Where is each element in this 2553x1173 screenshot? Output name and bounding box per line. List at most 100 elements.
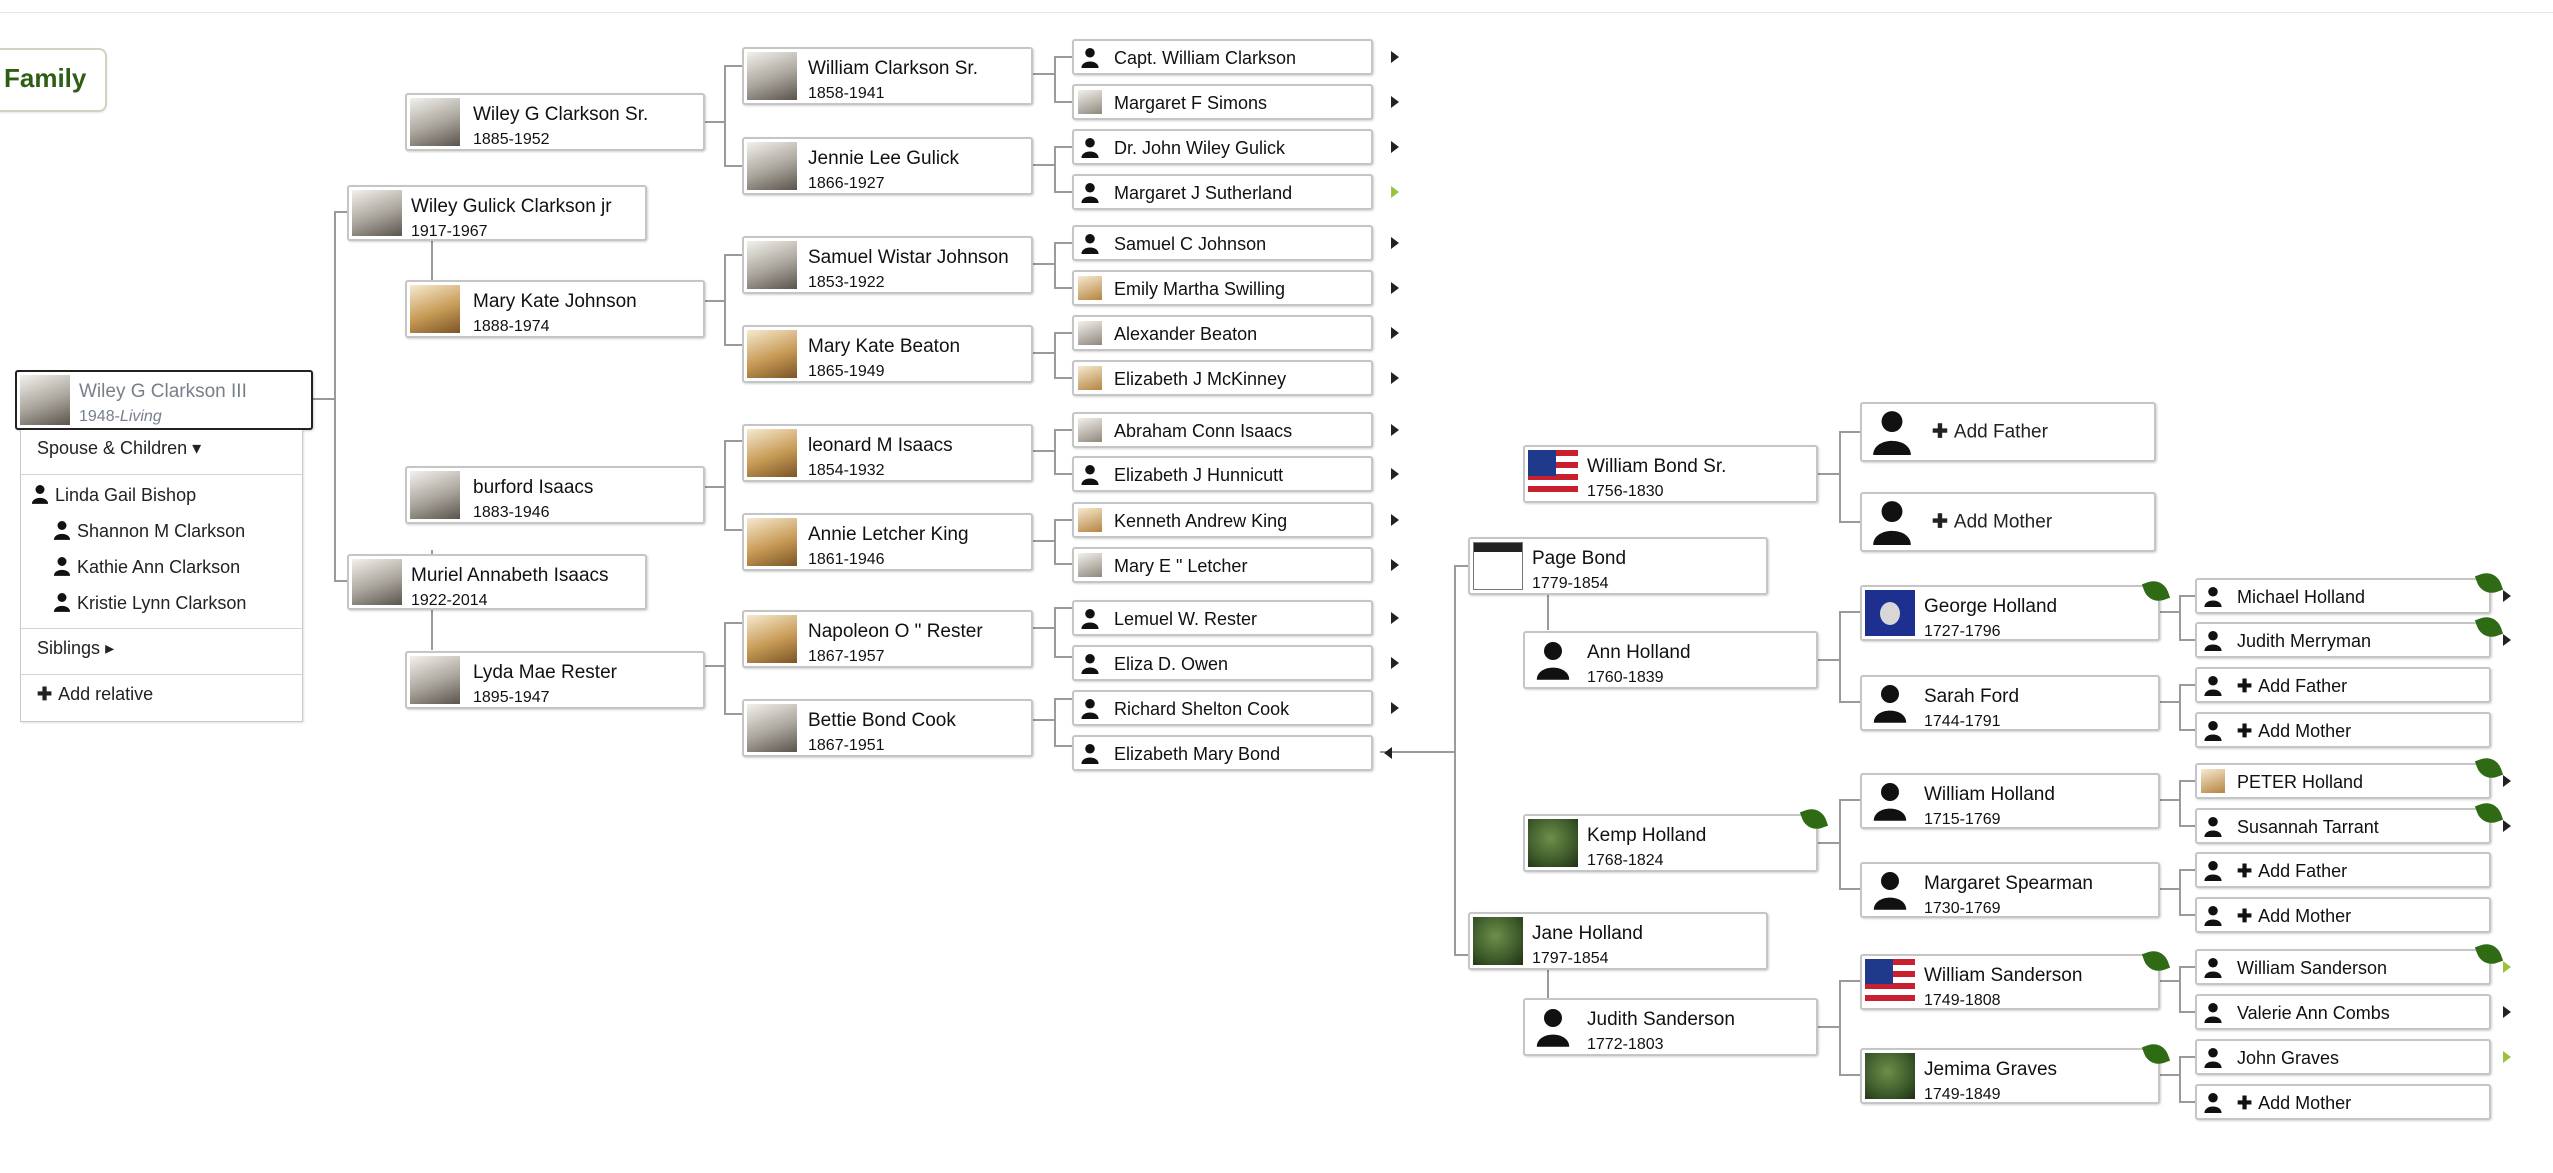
expand-arrow-icon[interactable] bbox=[2503, 1006, 2511, 1018]
person-mini-card[interactable]: Margaret F Simons bbox=[1072, 84, 1373, 120]
person-mini-card[interactable]: Valerie Ann Combs bbox=[2195, 994, 2491, 1030]
person-name: Muriel Annabeth Isaacs bbox=[411, 565, 609, 586]
person-card[interactable]: Judith Sanderson 1772-1803 bbox=[1523, 998, 1818, 1056]
expand-arrow-icon[interactable] bbox=[1391, 96, 1399, 108]
expand-arrow-icon[interactable] bbox=[2503, 590, 2511, 602]
person-silhouette-icon bbox=[53, 593, 71, 612]
person-mini-card[interactable]: Samuel C Johnson bbox=[1072, 225, 1373, 261]
plus-icon: ✚ bbox=[2237, 861, 2253, 881]
expand-arrow-icon[interactable] bbox=[2503, 775, 2511, 787]
person-name: Wiley Gulick Clarkson jr bbox=[411, 196, 612, 217]
person-mini-card[interactable]: Lemuel W. Rester bbox=[1072, 600, 1373, 636]
expand-arrow-icon[interactable] bbox=[1391, 514, 1399, 526]
person-name: Margaret J Sutherland bbox=[1114, 183, 1293, 203]
expand-arrow-icon[interactable] bbox=[1391, 657, 1399, 669]
expand-arrow-icon[interactable] bbox=[2503, 961, 2511, 973]
add-father-button[interactable]: ✚Add Father bbox=[2195, 667, 2491, 703]
child-item[interactable]: Kathie Ann Clarkson bbox=[53, 556, 302, 578]
add-father-button[interactable]: ✚Add Father bbox=[1860, 402, 2156, 462]
person-card[interactable]: Annie Letcher King 1861-1946 bbox=[742, 513, 1033, 571]
add-mother-button[interactable]: ✚Add Mother bbox=[2195, 712, 2491, 748]
person-mini-card[interactable]: PETER Holland bbox=[2195, 763, 2491, 799]
expand-arrow-icon[interactable] bbox=[1391, 612, 1399, 624]
person-card[interactable]: Muriel Annabeth Isaacs 1922-2014 bbox=[347, 554, 647, 610]
person-card[interactable]: Lyda Mae Rester 1895-1947 bbox=[405, 651, 705, 709]
person-mini-card[interactable]: Capt. William Clarkson bbox=[1072, 39, 1373, 75]
person-mini-card[interactable]: Michael Holland bbox=[2195, 578, 2491, 614]
family-tab[interactable]: Family bbox=[0, 48, 107, 112]
expand-arrow-icon[interactable] bbox=[1391, 186, 1399, 198]
person-card[interactable]: Bettie Bond Cook 1867-1951 bbox=[742, 699, 1033, 757]
root-person-card[interactable]: Wiley G Clarkson III 1948-Living bbox=[15, 370, 313, 430]
add-mother-button[interactable]: ✚Add Mother bbox=[2195, 897, 2491, 933]
expand-arrow-icon[interactable] bbox=[1391, 141, 1399, 153]
person-mini-card[interactable]: Mary E " Letcher bbox=[1072, 547, 1373, 583]
person-card[interactable]: Mary Kate Beaton 1865-1949 bbox=[742, 325, 1033, 383]
person-mini-card[interactable]: Emily Martha Swilling bbox=[1072, 270, 1373, 306]
person-mini-card[interactable]: Richard Shelton Cook bbox=[1072, 690, 1373, 726]
child-item[interactable]: Kristie Lynn Clarkson bbox=[53, 592, 302, 614]
person-mini-card[interactable]: John Graves bbox=[2195, 1039, 2491, 1075]
person-mini-card[interactable]: Elizabeth Mary Bond bbox=[1072, 735, 1373, 771]
person-card[interactable]: Ann Holland 1760-1839 bbox=[1523, 631, 1818, 689]
expand-arrow-icon[interactable] bbox=[1391, 51, 1399, 63]
person-mini-card[interactable]: Eliza D. Owen bbox=[1072, 645, 1373, 681]
person-card[interactable]: Jennie Lee Gulick 1866-1927 bbox=[742, 137, 1033, 195]
add-mother-button[interactable]: ✚Add Mother bbox=[2195, 1084, 2491, 1120]
person-card[interactable]: Sarah Ford 1744-1791 bbox=[1860, 675, 2160, 731]
person-photo bbox=[747, 704, 797, 752]
person-card[interactable]: Napoleon O " Rester 1867-1957 bbox=[742, 610, 1033, 668]
expand-arrow-icon[interactable] bbox=[1391, 468, 1399, 480]
person-mini-card[interactable]: Susannah Tarrant bbox=[2195, 808, 2491, 844]
person-card[interactable]: burford Isaacs 1883-1946 bbox=[405, 466, 705, 524]
expand-arrow-icon[interactable] bbox=[1391, 424, 1399, 436]
person-card[interactable]: Kemp Holland 1768-1824 bbox=[1523, 814, 1818, 872]
person-card[interactable]: Margaret Spearman 1730-1769 bbox=[1860, 862, 2160, 918]
person-card[interactable]: Jemima Graves 1749-1849 bbox=[1860, 1048, 2160, 1104]
child-item[interactable]: Shannon M Clarkson bbox=[53, 520, 302, 542]
expand-arrow-icon[interactable] bbox=[1391, 702, 1399, 714]
person-card[interactable]: William Sanderson 1749-1808 bbox=[1860, 954, 2160, 1010]
person-card[interactable]: Wiley G Clarkson Sr. 1885-1952 bbox=[405, 93, 705, 151]
person-card[interactable]: George Holland 1727-1796 bbox=[1860, 585, 2160, 641]
person-mini-card[interactable]: William Sanderson bbox=[2195, 949, 2491, 985]
person-mini-card[interactable]: Abraham Conn Isaacs bbox=[1072, 412, 1373, 448]
person-card[interactable]: Jane Holland 1797-1854 bbox=[1468, 912, 1768, 970]
person-photo bbox=[747, 518, 797, 566]
person-card[interactable]: Wiley Gulick Clarkson jr 1917-1967 bbox=[347, 185, 647, 241]
expand-arrow-icon[interactable] bbox=[1391, 372, 1399, 384]
collapse-arrow-icon[interactable] bbox=[1384, 747, 1392, 759]
expand-arrow-icon[interactable] bbox=[2503, 820, 2511, 832]
expand-arrow-icon[interactable] bbox=[2503, 1051, 2511, 1063]
person-silhouette-icon bbox=[2201, 718, 2225, 742]
person-mini-card[interactable]: Kenneth Andrew King bbox=[1072, 502, 1373, 538]
person-card[interactable]: William Clarkson Sr. 1858-1941 bbox=[742, 47, 1033, 105]
person-mini-card[interactable]: Dr. John Wiley Gulick bbox=[1072, 129, 1373, 165]
expand-arrow-icon[interactable] bbox=[2503, 634, 2511, 646]
expand-arrow-icon[interactable] bbox=[1391, 237, 1399, 249]
siblings-toggle[interactable]: Siblings ▸ bbox=[37, 638, 115, 658]
person-card[interactable]: Samuel Wistar Johnson 1853-1922 bbox=[742, 236, 1033, 294]
spouse-children-toggle[interactable]: Spouse & Children ▾ bbox=[37, 438, 202, 458]
add-mother-button[interactable]: ✚Add Mother bbox=[1860, 492, 2156, 552]
person-mini-card[interactable]: Judith Merryman bbox=[2195, 622, 2491, 658]
expand-arrow-icon[interactable] bbox=[1391, 327, 1399, 339]
person-mini-card[interactable]: Alexander Beaton bbox=[1072, 315, 1373, 351]
expand-arrow-icon[interactable] bbox=[1391, 559, 1399, 571]
person-card[interactable]: William Bond Sr. 1756-1830 bbox=[1523, 445, 1818, 503]
add-relative-button[interactable]: ✚Add relative bbox=[37, 684, 154, 704]
person-silhouette-icon bbox=[2201, 814, 2225, 838]
person-mini-card[interactable]: Elizabeth J McKinney bbox=[1072, 360, 1373, 396]
person-dates: 1772-1803 bbox=[1587, 1036, 1664, 1053]
person-card[interactable]: Mary Kate Johnson 1888-1974 bbox=[405, 280, 705, 338]
person-dates: 1853-1922 bbox=[808, 274, 885, 291]
person-card[interactable]: Page Bond 1779-1854 bbox=[1468, 537, 1768, 595]
spouse-item[interactable]: Linda Gail Bishop bbox=[31, 484, 302, 506]
add-father-button[interactable]: ✚Add Father bbox=[2195, 852, 2491, 888]
person-mini-card[interactable]: Margaret J Sutherland bbox=[1072, 174, 1373, 210]
person-mini-card[interactable]: Elizabeth J Hunnicutt bbox=[1072, 456, 1373, 492]
expand-arrow-icon[interactable] bbox=[1391, 282, 1399, 294]
person-card[interactable]: William Holland 1715-1769 bbox=[1860, 773, 2160, 829]
person-name: Page Bond bbox=[1532, 548, 1627, 569]
person-card[interactable]: leonard M Isaacs 1854-1932 bbox=[742, 424, 1033, 482]
